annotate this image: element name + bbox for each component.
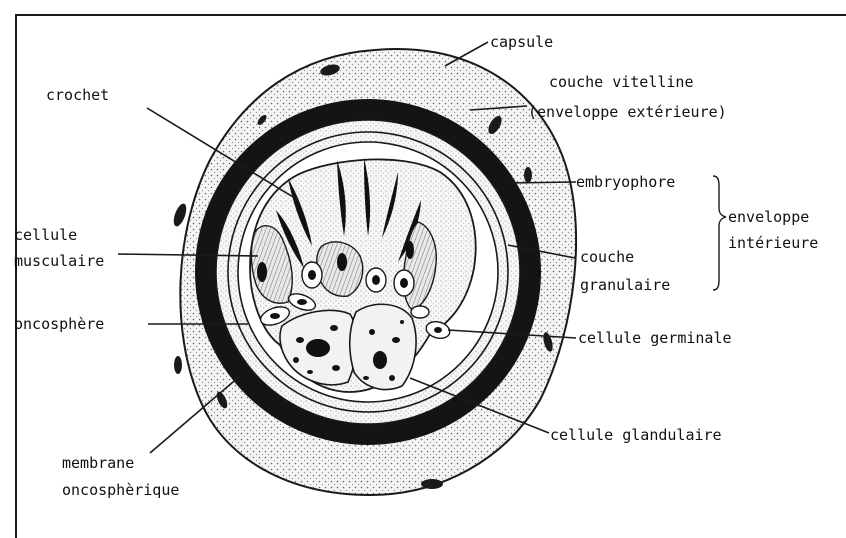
label-cellule-germinale: cellule germinale bbox=[578, 329, 732, 347]
label-granulaire: granulaire bbox=[580, 276, 670, 294]
label-enveloppe: enveloppe bbox=[728, 208, 809, 226]
label-capsule: capsule bbox=[490, 33, 553, 51]
label-embryophore: embryophore bbox=[576, 173, 675, 191]
label-crochet: crochet bbox=[46, 86, 109, 104]
label-enveloppe-exterieure: (enveloppe extérieure) bbox=[528, 103, 727, 121]
label-cellule: cellule bbox=[14, 226, 77, 244]
label-membrane: membrane bbox=[62, 454, 134, 472]
label-oncospherique: oncosphèrique bbox=[62, 481, 179, 499]
label-interieure: intérieure bbox=[728, 234, 818, 252]
label-musculaire: musculaire bbox=[14, 252, 104, 270]
embryophore-leader bbox=[510, 182, 576, 183]
label-oncosphere: oncosphère bbox=[14, 315, 104, 333]
label-cellule-glandulaire: cellule glandulaire bbox=[550, 426, 722, 444]
label-couche-vitelline: couche vitelline bbox=[549, 73, 694, 91]
enveloppe-brace bbox=[713, 176, 726, 290]
label-couche: couche bbox=[580, 248, 634, 266]
